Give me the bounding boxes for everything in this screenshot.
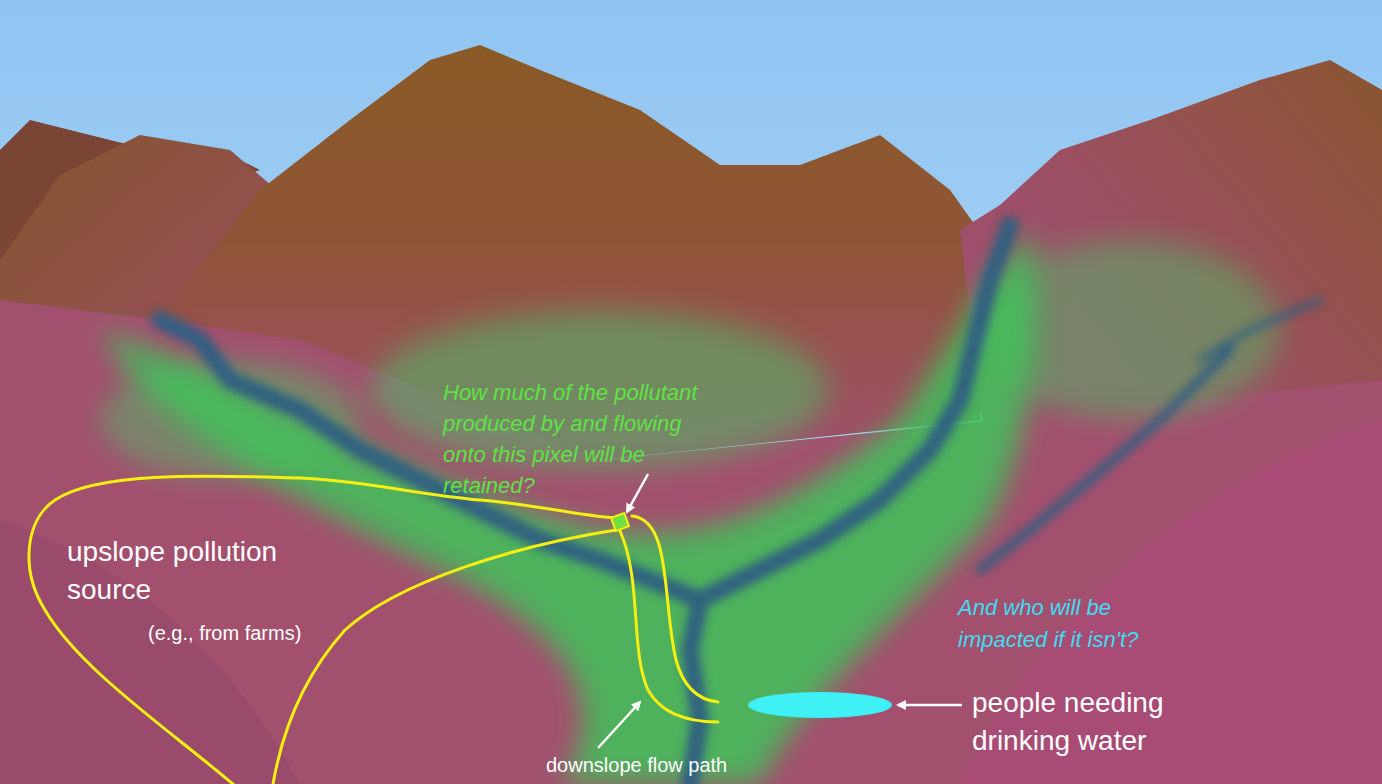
leader-arrow [898, 704, 962, 707]
green-valley [100, 230, 1035, 784]
flow-outline [620, 531, 718, 722]
rivers [160, 225, 1320, 784]
region-note: (e.g., from farms) [148, 620, 301, 646]
pollution-source-region: upslope pollution source (e.g., from farm… [0, 470, 740, 784]
question-text: And who will be impacted if it isn't? [958, 592, 1173, 656]
pixel-cell [611, 513, 629, 531]
flow-outline [632, 516, 718, 702]
flow-outline [272, 530, 616, 784]
region-heading: upslope pollution source [67, 533, 292, 609]
flow-path-label: downslope flow path [546, 752, 727, 778]
leader-arrow [598, 702, 640, 748]
region-outline [0, 470, 740, 784]
water-users-label: people needing drinking water [972, 684, 1187, 760]
question-text: How much of the pollutant produced by an… [443, 377, 718, 501]
flow-outline [29, 476, 620, 784]
leader-arrow [627, 474, 648, 512]
lower-left-slope [0, 520, 300, 784]
drinking-water-ellipse [748, 692, 892, 718]
